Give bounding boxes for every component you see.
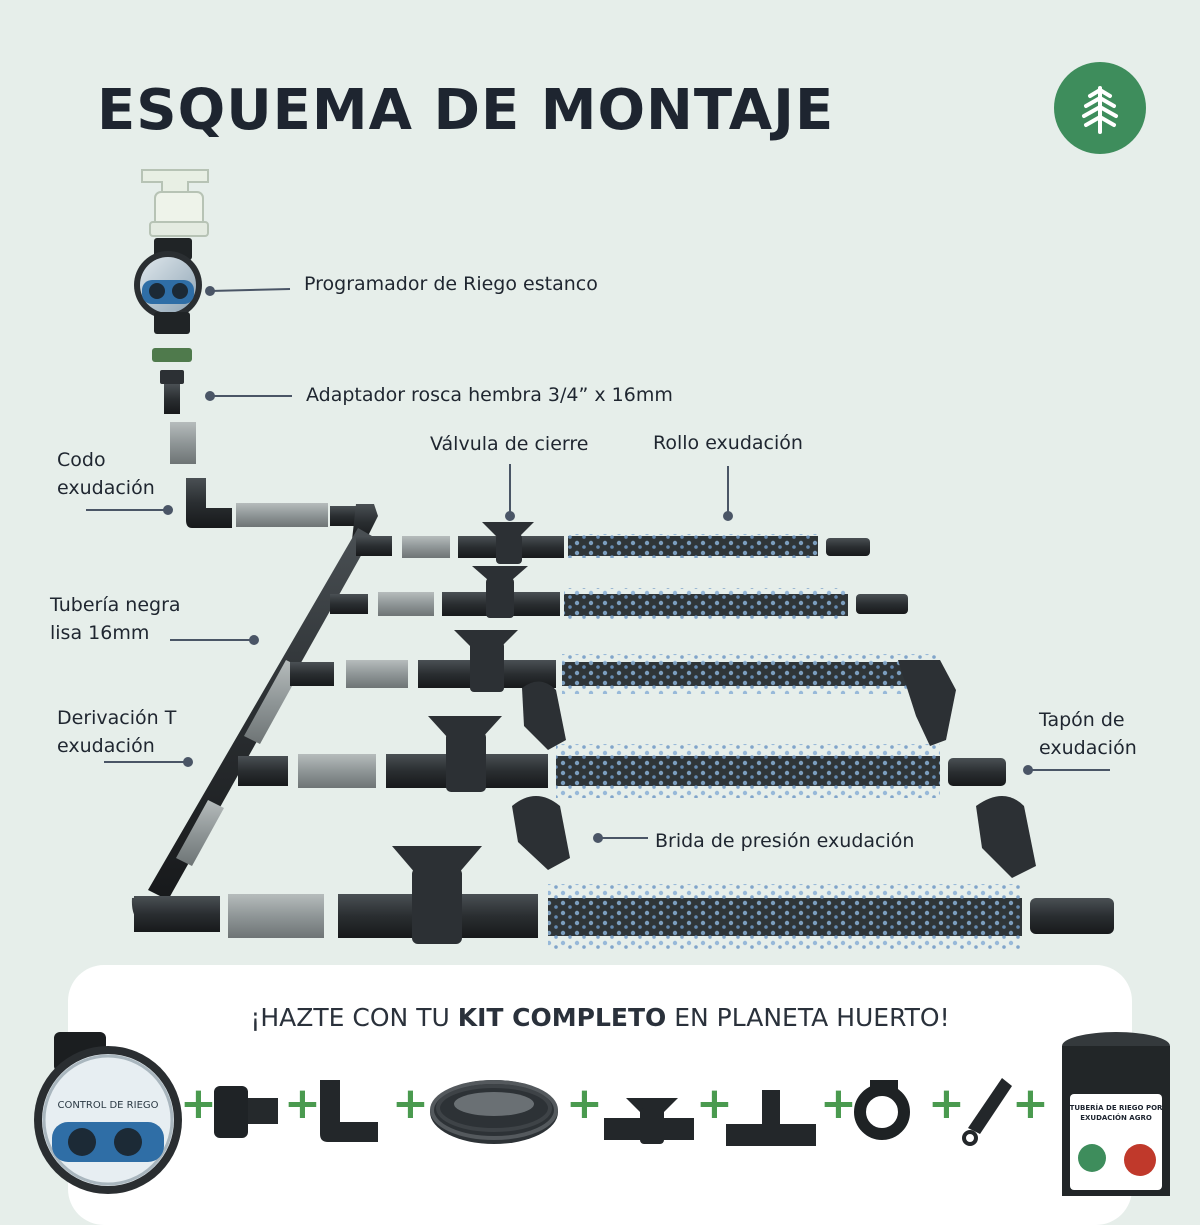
row-2	[330, 566, 908, 620]
faucet-icon	[141, 169, 209, 237]
adapter-icon	[214, 1086, 278, 1138]
plus-sign-1: +	[180, 1078, 217, 1129]
label-valvula: Válvula de cierre	[430, 433, 589, 455]
codo-icon	[186, 478, 232, 528]
label-tapon-1: Tapón de	[1039, 709, 1125, 731]
adaptador-icon	[152, 348, 192, 414]
label-tuberia-2: lisa 16mm	[50, 622, 150, 644]
assembly-diagram: ESQUEMA DE MONTAJE	[0, 62, 1200, 1225]
label-programador: Programador de Riego estanco	[304, 273, 598, 295]
clamp-icon	[854, 1080, 910, 1140]
plus-sign-2: +	[284, 1078, 321, 1129]
label-derivacion-2: exudación	[57, 735, 155, 757]
tee-icon	[726, 1090, 816, 1146]
tree-leaf-icon	[1082, 86, 1118, 134]
plus-sign-5: +	[696, 1078, 733, 1129]
roll-label-1: TUBERÍA DE RIEGO POR	[1070, 1103, 1163, 1112]
kit-heading-bold: KIT COMPLETO	[457, 1003, 667, 1032]
programador-riego-icon	[134, 238, 202, 334]
kit-heading-post: EN PLANETA HUERTO!	[666, 1003, 950, 1032]
valve-icon	[604, 1098, 694, 1144]
timer-icon: CONTROL DE RIEGO	[34, 1032, 182, 1194]
label-rollo: Rollo exudación	[653, 432, 803, 454]
label-derivacion-1: Derivación T	[57, 707, 177, 729]
roll-label-2: EXUDACIÓN AGRO	[1080, 1113, 1152, 1122]
row-1	[356, 522, 870, 564]
label-brida: Brida de presión exudación	[655, 830, 915, 852]
label-tapon-2: exudación	[1039, 737, 1137, 759]
pipe-segment	[330, 506, 360, 526]
kit-heading: ¡HAZTE CON TU KIT COMPLETO EN PLANETA HU…	[0, 1003, 1200, 1032]
timer-label: CONTROL DE RIEGO	[57, 1100, 158, 1111]
irrigation-diagram	[86, 169, 1114, 950]
row-5	[134, 846, 1114, 950]
grey-pipe-connector	[170, 422, 196, 464]
elbow-icon	[320, 1080, 378, 1142]
plus-sign-7: +	[928, 1078, 965, 1129]
exudation-roll-icon: TUBERÍA DE RIEGO POR EXUDACIÓN AGRO	[1062, 1032, 1170, 1196]
label-adaptador: Adaptador rosca hembra 3/4” x 16mm	[306, 384, 673, 406]
plus-sign-8: +	[1012, 1078, 1049, 1129]
leader-lines	[86, 286, 1110, 843]
end-plug-icon	[962, 1078, 1012, 1146]
row-4	[238, 716, 1036, 878]
row-3	[290, 630, 956, 750]
plus-sign-3: +	[392, 1078, 429, 1129]
plus-sign-6: +	[820, 1078, 857, 1129]
brand-logo	[1054, 62, 1146, 154]
pipe-coil-icon	[430, 1080, 558, 1144]
label-codo-1: Codo	[57, 449, 106, 471]
page-title: ESQUEMA DE MONTAJE	[97, 78, 835, 143]
label-codo-2: exudación	[57, 477, 155, 499]
plus-sign-4: +	[566, 1078, 603, 1129]
label-tuberia-1: Tubería negra	[50, 594, 181, 616]
kit-items: CONTROL DE RIEGO	[34, 1032, 1170, 1196]
kit-heading-pre: ¡HAZTE CON TU	[250, 1003, 458, 1032]
grey-pipe-connector	[236, 503, 328, 527]
